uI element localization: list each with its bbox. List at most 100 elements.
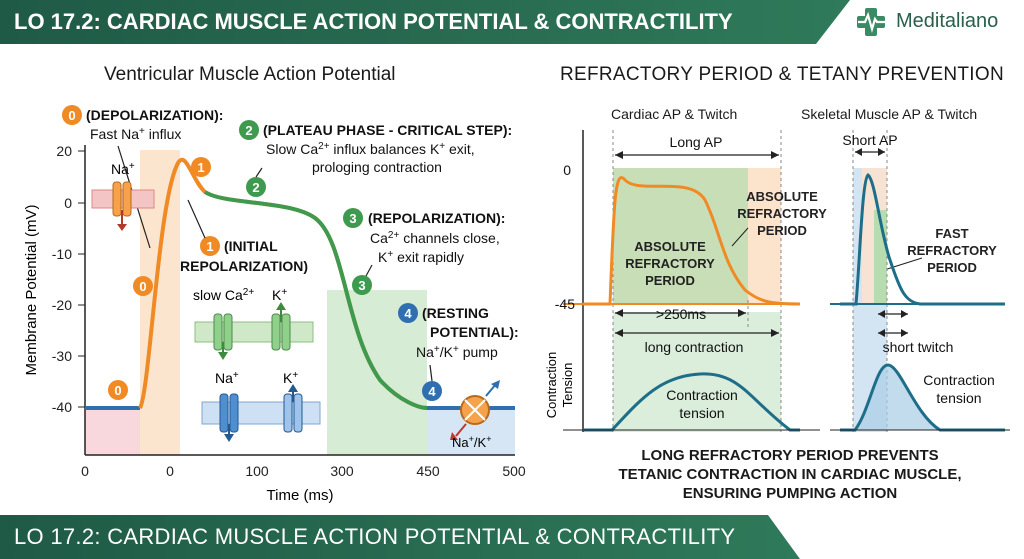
cardiac-contraction-band bbox=[613, 312, 781, 432]
phase-2-badge-label-text: 2 bbox=[245, 123, 252, 138]
phase-2-badge-label bbox=[239, 120, 259, 140]
xtick-0: 0 bbox=[81, 463, 89, 479]
arp-outer-1: ABSOLUTE bbox=[746, 189, 818, 204]
caption-line-3: ENSURING PUMPING ACTION bbox=[682, 485, 898, 502]
phase-0-badge-text: 0 bbox=[68, 108, 75, 123]
cardiac-subtitle: Cardiac AP & Twitch bbox=[611, 106, 738, 122]
phase-4-title: (RESTING bbox=[422, 305, 489, 321]
phase-0-desc: Fast Na+ influx bbox=[90, 126, 181, 142]
phase-0-title: (DEPOLARIZATION): bbox=[86, 107, 223, 123]
xtick-0b: 0 bbox=[166, 463, 174, 479]
phase-2-desc: Slow Ca2+ influx balances K+ exit, bbox=[266, 141, 475, 157]
heart-pulse-icon bbox=[857, 8, 886, 36]
ct-left-1: Contraction bbox=[666, 387, 738, 403]
ct-left-2: tension bbox=[679, 405, 724, 421]
na-label: Na+ bbox=[111, 161, 135, 177]
ytick-0: 0 bbox=[64, 195, 72, 211]
y-tick-45-right: -45 bbox=[555, 296, 575, 312]
ytick-minus10: -10 bbox=[52, 246, 72, 262]
skeletal-ap-panel bbox=[830, 130, 1010, 432]
ytick-minus40: -40 bbox=[52, 399, 72, 415]
phase-3-desc: Ca2+ channels close, bbox=[370, 230, 500, 246]
na-channel-label-2: Na+ bbox=[215, 370, 239, 386]
ca-channel-label: slow Ca2+ bbox=[193, 287, 254, 303]
pump-label: Na+/K+ bbox=[452, 434, 491, 450]
gt250-label: >250ms bbox=[656, 306, 706, 322]
long-contraction-label: long contraction bbox=[645, 339, 744, 355]
fast-rp-1: FAST bbox=[935, 226, 968, 241]
phase-3-badge-label-text: 3 bbox=[349, 211, 356, 226]
brand-logo: Meditaliano bbox=[856, 6, 1018, 38]
phase-2-desc-2: prologing contraction bbox=[312, 159, 442, 175]
fast-rp-2: REFRACTORY bbox=[907, 243, 997, 258]
phase-2-title: (PLATEAU PHASE - CRITICAL STEP): bbox=[263, 122, 512, 138]
ytick-minus30: -30 bbox=[52, 348, 72, 364]
footer-banner: LO 17.2: CARDIAC MUSCLE ACTION POTENTIAL… bbox=[0, 515, 800, 559]
na-k-pump-icon bbox=[450, 380, 500, 440]
arp-outer-2: REFRACTORY bbox=[737, 206, 827, 221]
ca-k-channel-icon bbox=[194, 302, 314, 360]
short-ap-label: Short AP bbox=[842, 132, 897, 148]
phase-4-title-2: POTENTIAL): bbox=[430, 324, 519, 340]
cardiac-twitch-curve bbox=[583, 372, 800, 432]
phase-3-desc-2: K+ exit rapidly bbox=[378, 249, 464, 265]
ct-right-2: tension bbox=[936, 390, 981, 406]
caption-line-2: TETANIC CONTRACTION IN CARDIAC MUSCLE, bbox=[618, 466, 962, 483]
phase-2-badge-curve bbox=[246, 177, 266, 197]
phase-1-badge-curve bbox=[191, 157, 211, 177]
phase-3-title: (REPOLARIZATION): bbox=[368, 210, 505, 226]
phase-3-badge-curve bbox=[352, 275, 372, 295]
ct-right-1: Contraction bbox=[923, 372, 995, 388]
phase-3-badge-curve-text: 3 bbox=[358, 278, 365, 293]
xtick-500: 500 bbox=[502, 463, 526, 479]
phase-1-title-2: REPOLARIZATION) bbox=[180, 258, 308, 274]
phase-4-badge-curve bbox=[422, 381, 442, 401]
left-panel-title: Ventricular Muscle Action Potential bbox=[104, 64, 396, 85]
y-axis-label: Membrane Potential (mV) bbox=[23, 205, 40, 376]
tension-axis-1: Contraction bbox=[544, 352, 559, 418]
arp-outer-3: PERIOD bbox=[757, 223, 807, 238]
phase-4-badge-curve-text: 4 bbox=[428, 384, 436, 399]
bottom-caption: LONG REFRACTORY PERIOD PREVENTS TETANIC … bbox=[560, 446, 1020, 503]
phase-1-badge-label bbox=[200, 236, 220, 256]
long-ap-label: Long AP bbox=[670, 134, 723, 150]
footer-title: LO 17.2: CARDIAC MUSCLE ACTION POTENTIAL… bbox=[14, 524, 736, 549]
phase-0-badge-label bbox=[62, 105, 82, 125]
phase-4-desc: Na+/K+ pump bbox=[416, 344, 498, 360]
phase-4-badge-label bbox=[398, 303, 418, 323]
arp-inner-1: ABSOLUTE bbox=[634, 239, 706, 254]
right-panel-title: REFRACTORY PERIOD & TETANY PREVENTION bbox=[560, 64, 1004, 85]
caption-line-1: LONG REFRACTORY PERIOD PREVENTS bbox=[641, 447, 939, 464]
ap-plateau-repolarization-curve bbox=[203, 190, 428, 410]
fast-rp-3: PERIOD bbox=[927, 260, 977, 275]
na-k-channel-icon bbox=[201, 384, 321, 442]
ytick-20: 20 bbox=[56, 143, 72, 159]
arp-inner-2: REFRACTORY bbox=[625, 256, 715, 271]
phase-1-badge-curve-text: 1 bbox=[197, 160, 204, 175]
phase-4-badge-label-text: 4 bbox=[404, 306, 412, 321]
brand-name: Meditaliano bbox=[896, 10, 999, 32]
phase-4-band-left bbox=[85, 408, 140, 455]
phase-0-badge-bottom bbox=[108, 380, 128, 400]
tension-axis-2: Tension bbox=[560, 363, 575, 408]
phase-2-badge-curve-text: 2 bbox=[252, 180, 259, 195]
na-channel-icon bbox=[91, 181, 155, 231]
skeletal-subtitle: Skeletal Muscle AP & Twitch bbox=[801, 106, 978, 122]
phase-0-badge-bottom-text: 0 bbox=[114, 383, 121, 398]
cardiac-ap-panel bbox=[563, 130, 820, 432]
xtick-450: 450 bbox=[416, 463, 440, 479]
y-tick-0-right: 0 bbox=[563, 162, 571, 178]
phase-0-badge-curve-text: 0 bbox=[139, 279, 146, 294]
x-axis-label: Time (ms) bbox=[267, 487, 334, 504]
short-twitch-label: short twitch bbox=[883, 339, 954, 355]
xtick-100: 100 bbox=[245, 463, 269, 479]
k-channel-label-2: K+ bbox=[283, 370, 298, 386]
arp-inner-3: PERIOD bbox=[645, 273, 695, 288]
skeletal-twitch-curve bbox=[840, 363, 1005, 432]
phase-1-badge-label-text: 1 bbox=[206, 239, 213, 254]
k-channel-label: K+ bbox=[272, 287, 287, 303]
phase-1-title: (INITIAL bbox=[224, 238, 278, 254]
ytick-minus20: -20 bbox=[52, 297, 72, 313]
header-banner: LO 17.2: CARDIAC MUSCLE ACTION POTENTIAL… bbox=[0, 0, 850, 44]
